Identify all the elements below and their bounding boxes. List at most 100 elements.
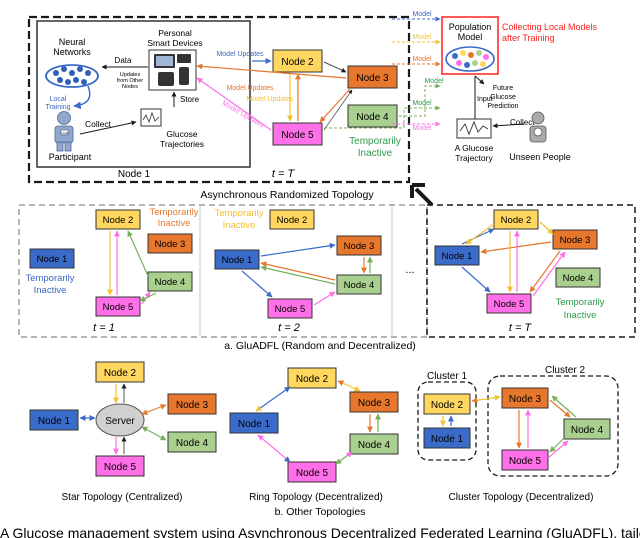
cgm-tag: CGM <box>60 132 68 136</box>
ring-caption: Ring Topology (Decentralized) <box>249 492 383 503</box>
p2-node2-label: Node 2 <box>277 215 308 226</box>
collecting-label-2: after Training <box>502 33 555 43</box>
node1-label: Node 1 <box>118 169 151 180</box>
updates-other-label-3: Nodes <box>122 84 138 90</box>
cluster-caption: Cluster Topology (Decentralized) <box>449 492 594 503</box>
p3-node1 <box>434 245 480 266</box>
local-training-label-2: Training <box>45 104 70 111</box>
p2-inactive-yellow-1: Temporarily <box>214 208 263 219</box>
middle-black-frame <box>426 204 636 338</box>
p3-arrow-2-1-yellow <box>465 223 495 245</box>
p3-node5-label: Node 5 <box>494 299 525 310</box>
unseen-collect-label: Collect <box>510 118 535 127</box>
p3-node3-label: Node 3 <box>560 235 591 246</box>
p3-inactive-green-1: Temporarily <box>555 297 604 308</box>
middle-caption: a. GluADFL (Random and Decentralized) <box>224 340 416 352</box>
top-node5-label: Node 5 <box>281 130 314 141</box>
local-training-label-1: Local <box>50 96 67 103</box>
server-label: Server <box>105 416 135 427</box>
ring-node4 <box>349 433 399 455</box>
cluster-node3 <box>501 387 549 409</box>
top-section: Neural Networks Local Training Data Upda… <box>27 11 598 201</box>
node1-panel-frame <box>36 20 251 168</box>
top-node2-label: Node 2 <box>281 57 314 68</box>
p2-arrow-4-1-orange <box>260 261 336 281</box>
p2-node3 <box>336 235 382 256</box>
model-label-blue: Model <box>412 11 432 18</box>
future-prediction-1: Future <box>493 85 513 92</box>
star-edge-3 <box>141 404 167 415</box>
ring-node1-label: Node 1 <box>238 419 271 430</box>
p1-node3 <box>147 233 193 254</box>
ring-node4-label: Node 4 <box>358 440 391 451</box>
star-edge-4 <box>141 426 167 441</box>
ring-node3-label: Node 3 <box>358 398 391 409</box>
cluster-node2 <box>423 393 471 415</box>
top-node4-label: Node 4 <box>356 112 389 123</box>
zoom-arrow <box>410 183 434 207</box>
p2-node1 <box>214 249 260 270</box>
p3-arrow-2-3-yellow <box>539 221 554 235</box>
p1-inactive-orange-2: Inactive <box>158 218 191 229</box>
arrow-n2-n3-dark <box>323 61 347 73</box>
cluster-node4-label: Node 4 <box>571 425 604 436</box>
ring-node2 <box>287 367 337 389</box>
arrow-n5-n1-pink <box>196 77 272 131</box>
ring-node1 <box>229 412 279 434</box>
arrow-n3-n1-orange <box>196 63 347 79</box>
p1-node5-label: Node 5 <box>103 302 134 313</box>
cluster-edge-2-3 <box>471 394 501 404</box>
model-updates-blue: Model Updates <box>216 51 264 58</box>
p3-node4 <box>555 267 601 288</box>
participant-label: Participant <box>49 152 92 162</box>
star-node5-label: Node 5 <box>104 462 137 473</box>
collect-arrow <box>79 120 137 135</box>
p1-arrow-4-2-green <box>127 230 149 277</box>
p1-inactive-blue-2: Inactive <box>34 285 67 296</box>
star-node4-label: Node 4 <box>176 438 209 449</box>
population-model-icon <box>445 46 495 72</box>
star-node4 <box>167 431 217 453</box>
ring-edge-4-5 <box>335 451 353 465</box>
model-updates-yellow: Model Updates <box>246 96 294 103</box>
cluster-node2-label: Node 2 <box>431 400 464 411</box>
collect-label: Collect <box>85 119 112 129</box>
collecting-label-1: Collecting Local Models <box>502 22 598 32</box>
p2-node5-label: Node 5 <box>275 304 306 315</box>
bottom-section: Server Node 2 Node 3 Node 1 Node 4 Node … <box>29 361 619 518</box>
glucose-trajectory-label-1: A Glucose <box>455 143 494 153</box>
population-model-label-1: Population <box>449 22 492 32</box>
ring-node3 <box>349 391 399 413</box>
p1-node2 <box>95 209 141 230</box>
future-prediction-3: Prediction <box>487 103 518 110</box>
p3-node2 <box>493 209 539 230</box>
updates-other-label-1: Updates <box>120 72 141 78</box>
star-caption: Star Topology (Centralized) <box>62 492 183 503</box>
updates-other-label-2: from Other <box>117 78 143 84</box>
cluster-node5 <box>501 449 549 471</box>
cluster-edge-4-3 <box>551 395 577 418</box>
cluster-node5-label: Node 5 <box>509 456 542 467</box>
arrow-n3-n5-red <box>319 88 351 123</box>
top-inactive-label-1: Temporarily <box>349 136 401 147</box>
arrow-n5-n3-dark <box>323 89 353 131</box>
cluster-node3-label: Node 3 <box>509 394 542 405</box>
t-equals-T-top: t = T <box>272 168 296 180</box>
p1-node2-label: Node 2 <box>103 215 134 226</box>
glucose-trajectories-label-2: Trajectories <box>160 139 204 149</box>
p2-node4-label: Node 4 <box>344 280 375 291</box>
model-label-green1: Model <box>424 78 444 85</box>
p3-arrow-5-3-pink <box>532 251 566 297</box>
model-label-yellow: Model <box>412 34 432 41</box>
neural-network-icon <box>45 64 99 88</box>
cluster-node4 <box>563 418 611 440</box>
p2-arrow-4-1-green <box>260 265 336 285</box>
p3-node5 <box>486 293 532 314</box>
cluster-edge-3-4 <box>549 399 571 418</box>
p1-arrow-4-5-green <box>139 292 157 302</box>
cluster-node1 <box>423 427 471 449</box>
star-node3-label: Node 3 <box>176 400 209 411</box>
star-node1 <box>29 409 79 431</box>
unseen-people-label: Unseen People <box>509 152 571 162</box>
star-node2 <box>95 361 145 383</box>
